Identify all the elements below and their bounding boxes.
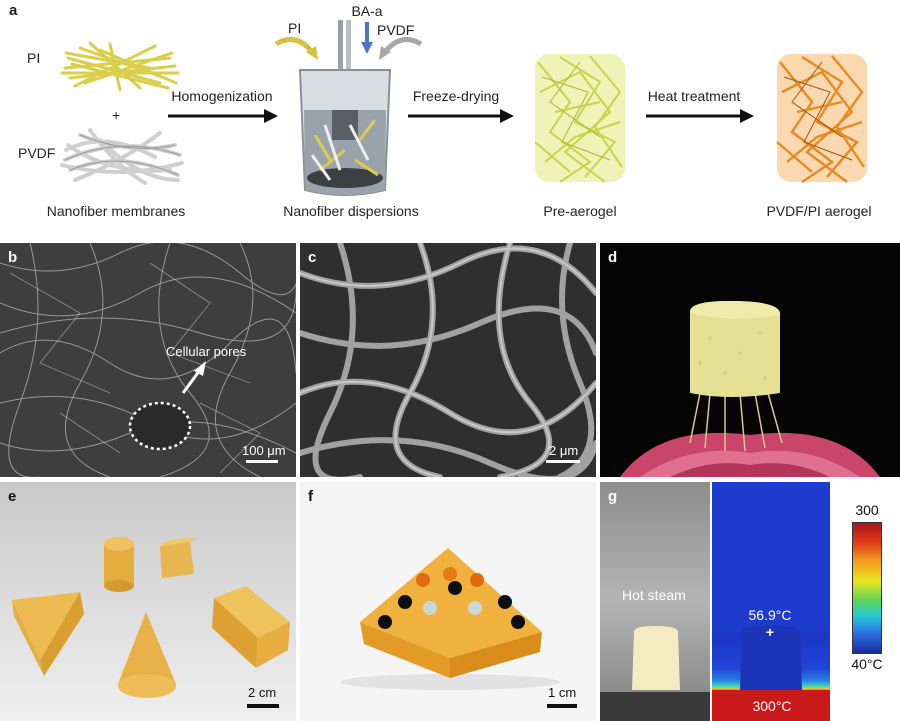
step-heat-treatment: Heat treatment: [647, 88, 741, 104]
panel-f-photo: f 1 cm: [300, 482, 596, 721]
beaker-pvdf-label: PVDF: [377, 22, 415, 38]
hot-steam-label: Hot steam: [622, 587, 686, 603]
panel-b-scale-label: 100 μm: [242, 443, 286, 458]
cellular-pores-annotation: Cellular pores: [166, 344, 247, 359]
aerogel-shapes-photo: [0, 482, 296, 721]
pvdf-curved-arrow-icon: [379, 37, 423, 60]
pre-aerogel-illustration: [534, 54, 625, 183]
panel-e-photo: e 2 cm: [0, 482, 296, 721]
hot-steam-photo: [600, 482, 710, 721]
caption-pre-aerogel: Pre-aerogel: [543, 203, 617, 219]
panel-g-photo: g Hot steam: [600, 482, 710, 721]
colorbar-min-label: 40°C: [851, 656, 883, 672]
plus-sign: +: [112, 107, 121, 123]
beaker-pi-label: PI: [288, 20, 302, 36]
thermal-base-temp: 300°C: [752, 698, 792, 714]
panel-g-label: g: [608, 488, 618, 505]
panel-c-scale-label: 2 μm: [549, 443, 579, 458]
thermal-image: 56.9°C + 300°C: [712, 482, 830, 721]
panel-f-label: f: [308, 488, 313, 505]
panel-a: a PI + PVDF Nanofiber membranes Homogeni…: [0, 0, 900, 240]
arrow-right-icon: [168, 109, 278, 123]
step-homogenization: Homogenization: [171, 88, 273, 104]
caption-dispersions: Nanofiber dispersions: [283, 203, 419, 219]
pi-membrane-illustration: [60, 41, 180, 92]
measure-cross-icon: +: [765, 624, 775, 640]
beaker-illustration: [298, 20, 392, 196]
panel-d-label: d: [608, 249, 618, 266]
caption-membranes: Nanofiber membranes: [46, 203, 186, 219]
panel-c-sem-image: c 2 μm: [300, 243, 596, 477]
pvdf-label: PVDF: [18, 145, 56, 161]
pvdf-membrane-illustration: [60, 128, 184, 185]
beaker-baa-label: BA-a: [351, 3, 383, 19]
panel-b-label: b: [8, 249, 18, 266]
droplets-on-aerogel-photo: [300, 482, 596, 721]
caption-final-aerogel: PVDF/PI aerogel: [766, 203, 872, 219]
panel-f-scale-label: 1 cm: [548, 685, 577, 700]
panel-a-label: a: [9, 2, 18, 19]
step-freeze-drying: Freeze-drying: [412, 88, 500, 104]
colorbar-max-label: 300: [855, 502, 879, 518]
pi-label: PI: [27, 50, 41, 66]
temperature-colorbar: [852, 522, 882, 654]
panel-c-label: c: [308, 249, 317, 266]
panel-e-scale-label: 2 cm: [248, 685, 277, 700]
pvdf-pi-aerogel-illustration: [776, 54, 867, 183]
arrow-right-icon: [646, 109, 754, 123]
sem-fiber-zoom-texture: [300, 243, 596, 477]
panel-e-label: e: [8, 488, 17, 505]
baa-down-arrow-icon: [361, 22, 373, 54]
aerogel-on-flower-photo: [600, 243, 900, 477]
pi-curved-arrow-icon: [274, 37, 318, 60]
sem-fiber-texture: [0, 243, 296, 477]
panel-d-photo: d: [600, 243, 900, 477]
thermal-image-graphic: [712, 482, 830, 721]
panel-b-sem-image: b Cellular pores 100 μm: [0, 243, 296, 477]
arrow-right-icon: [408, 109, 514, 123]
thermal-point-temp: 56.9°C: [748, 607, 792, 623]
